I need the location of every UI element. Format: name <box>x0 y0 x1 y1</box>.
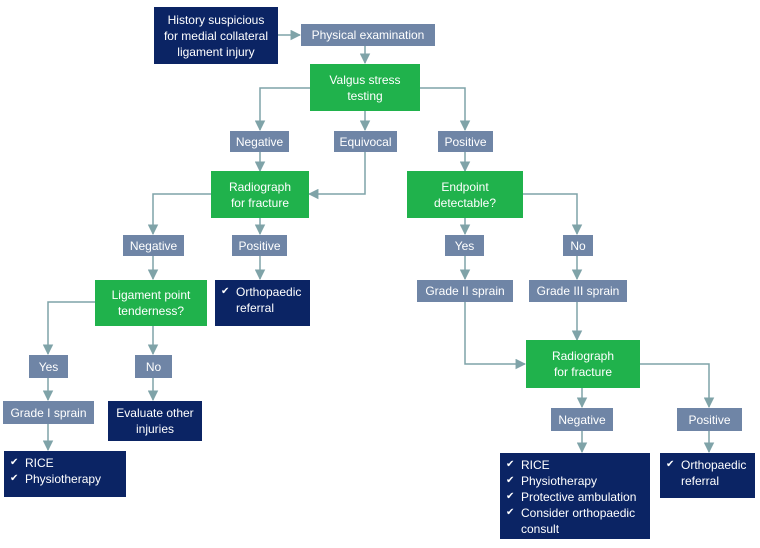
positive-label-1: Positive <box>438 131 493 152</box>
yes-label-1: Yes <box>445 235 484 256</box>
grade-2-sprain-box: Grade II sprain <box>417 280 513 302</box>
treatment-item: ✔Physiotherapy <box>506 474 598 488</box>
positive-label-3: Positive <box>677 408 742 431</box>
check-icon: ✔ <box>506 475 515 486</box>
treatment-item: ✔RICE <box>506 458 550 472</box>
grade-1-treatment-box: ✔RICE ✔Physiotherapy <box>4 451 126 497</box>
connector-grade2-to-radiograph <box>464 302 527 370</box>
orthopaedic-referral-box-1: ✔Orthopaedic referral <box>215 280 310 326</box>
grade-3-treatment-box: ✔RICE ✔Physiotherapy ✔Protective ambulat… <box>500 453 650 539</box>
orthopaedic-referral-box-2: ✔Orthopaedic referral <box>660 453 755 498</box>
negative-label-3: Negative <box>551 408 613 431</box>
negative-label-1: Negative <box>230 131 289 152</box>
grade-3-sprain-box: Grade III sprain <box>529 280 627 302</box>
connector-ligament-to-yes <box>42 301 95 356</box>
treatment-item: ✔RICE <box>10 456 54 470</box>
history-box: History suspicious for medial collateral… <box>154 7 278 64</box>
positive-label-2: Positive <box>232 235 287 256</box>
endpoint-detectable-box: Endpoint detectable? <box>407 171 523 218</box>
no-label-2: No <box>135 355 172 378</box>
check-icon: ✔ <box>506 491 515 502</box>
check-icon: ✔ <box>666 459 675 470</box>
ligament-tenderness-box: Ligament point tenderness? <box>95 280 207 326</box>
check-icon: ✔ <box>10 473 19 484</box>
connector-equivocal-to-radiograph <box>307 152 366 200</box>
treatment-item: ✔Physiotherapy <box>10 472 102 486</box>
equivocal-label: Equivocal <box>334 131 397 152</box>
connector-radiograph-to-negative <box>147 193 211 236</box>
no-label-1: No <box>563 235 593 256</box>
referral-item: ✔Orthopaedic referral <box>221 285 302 315</box>
check-icon: ✔ <box>506 459 515 470</box>
radiograph-fracture-box-2: Radiograph for fracture <box>526 340 640 388</box>
referral-item: ✔Orthopaedic referral <box>666 458 747 488</box>
evaluate-other-injuries-box: Evaluate other injuries <box>108 401 202 441</box>
yes-label-2: Yes <box>29 355 68 378</box>
check-icon: ✔ <box>10 457 19 468</box>
connector-valgus-to-positive <box>420 87 471 132</box>
connector-radiograph-to-positive3 <box>640 363 715 409</box>
treatment-item: ✔Protective ambulation <box>506 490 637 504</box>
connector-valgus-to-negative <box>254 87 310 132</box>
grade-1-sprain-box: Grade I sprain <box>3 401 94 424</box>
check-icon: ✔ <box>506 507 515 518</box>
valgus-stress-box: Valgus stress testing <box>310 64 420 111</box>
negative-label-2: Negative <box>123 235 184 256</box>
radiograph-fracture-box-1: Radiograph for fracture <box>211 171 309 218</box>
physical-exam-box: Physical examination <box>301 24 435 46</box>
connector-endpoint-to-no <box>523 193 583 236</box>
check-icon: ✔ <box>221 286 230 297</box>
treatment-item: ✔Consider orthopaedic consult <box>506 506 636 536</box>
